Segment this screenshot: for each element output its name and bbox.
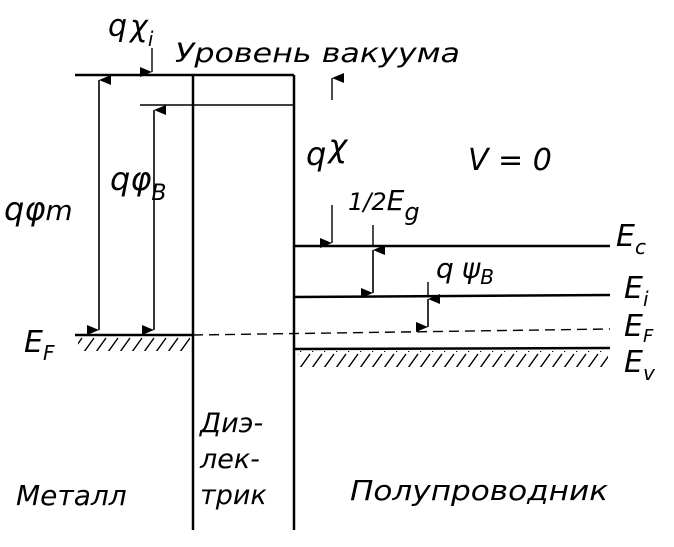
intrinsic-level-line	[293, 293, 611, 299]
q-chi-label: qχ	[306, 127, 348, 173]
half-eg-label: 1/2Eg	[348, 184, 420, 226]
bias-label: V = 0	[468, 143, 552, 178]
region-dielectric-line-3: трик	[200, 480, 267, 511]
region-dielectric-line-1: Диэ-	[199, 408, 263, 439]
region-dielectric-line-2: лек-	[199, 444, 260, 475]
ec-label: Ec	[616, 219, 646, 259]
ef-metal-label: EF	[24, 325, 55, 365]
region-metal-label: Металл	[16, 479, 127, 512]
vacuum-level-label: Уровень вакуума	[175, 38, 460, 69]
q-phi-m-label: qφm	[4, 190, 73, 228]
q-phi-b-label: qφB	[110, 160, 167, 206]
valence-band-line	[293, 346, 611, 351]
fermi-dashed-line	[192, 328, 611, 336]
region-semiconductor-label: Полупроводник	[350, 474, 608, 507]
metal-hatch	[78, 337, 190, 351]
ef-semi-label: EF	[624, 309, 654, 347]
semiconductor-hatch	[298, 351, 608, 367]
ev-label: Ev	[624, 345, 656, 385]
ei-label: Ei	[624, 271, 649, 311]
